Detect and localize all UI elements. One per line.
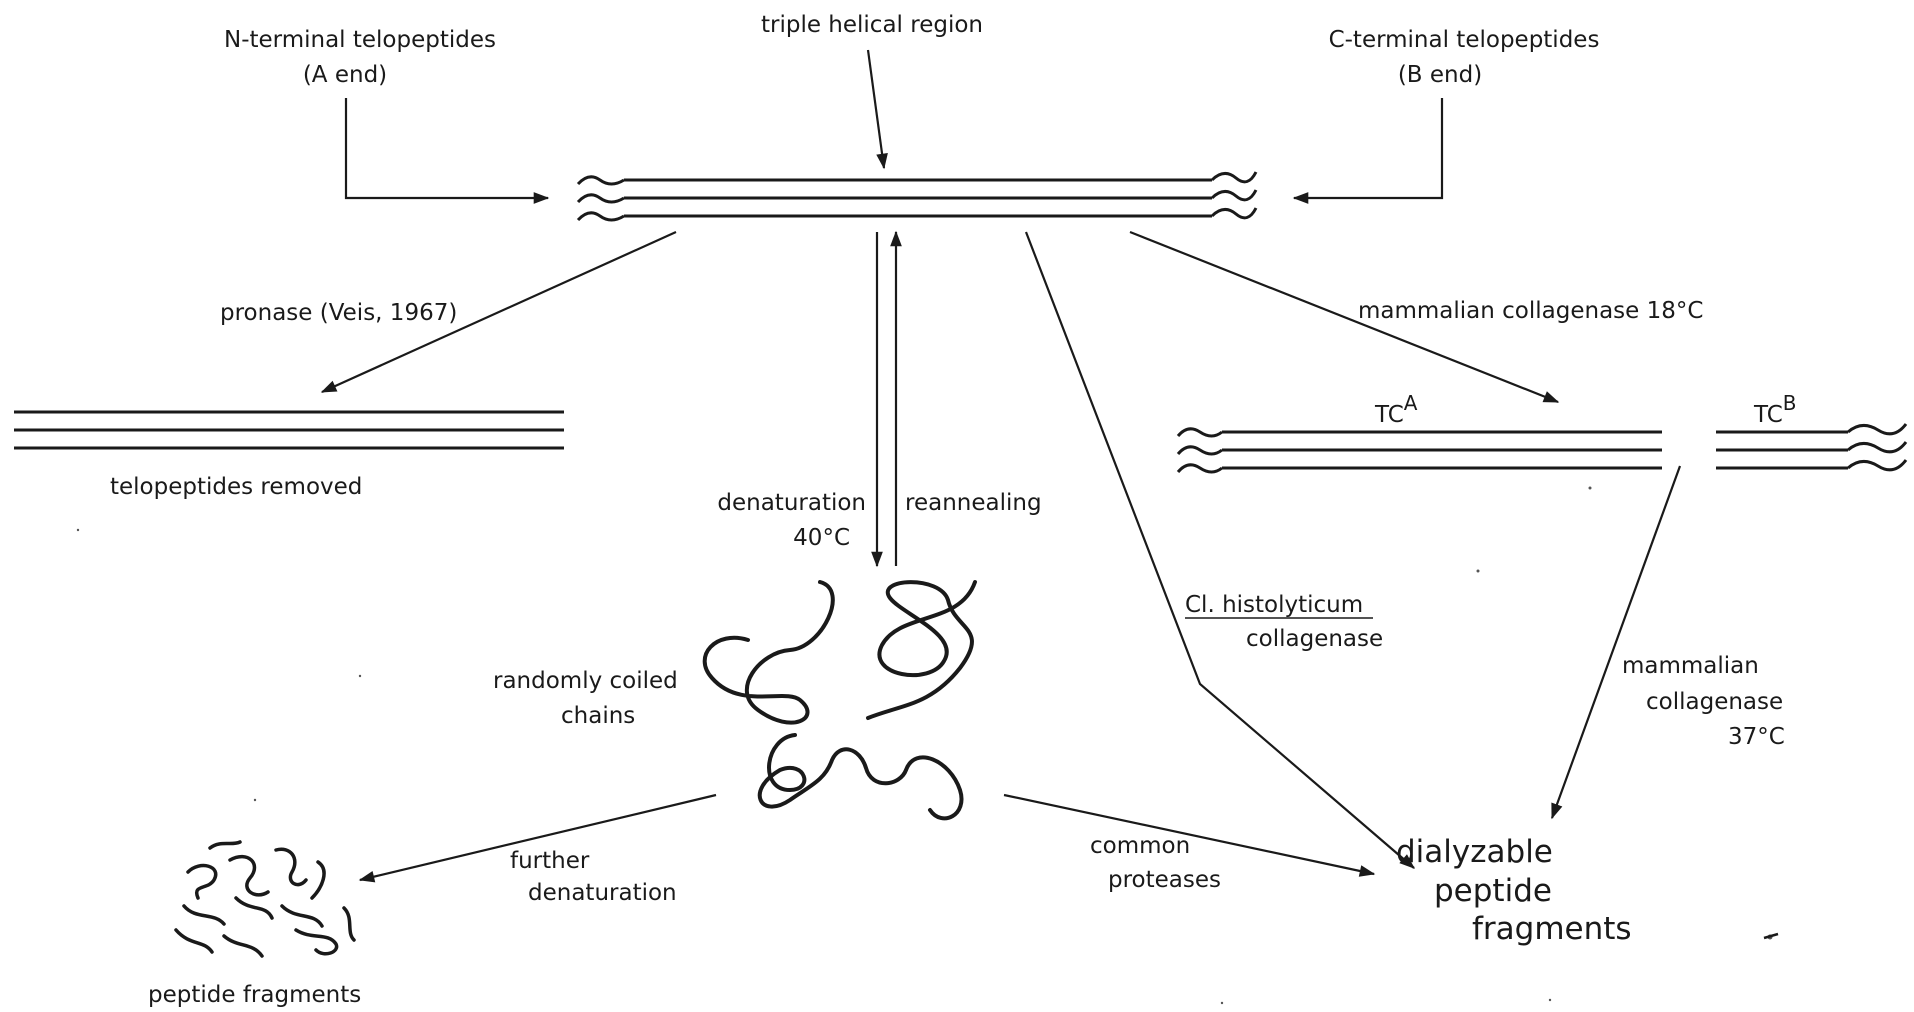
peptide-fragments-squiggles xyxy=(176,842,354,956)
chains-label: chains xyxy=(561,703,635,729)
peptide-fragments-label: peptide fragments xyxy=(148,982,361,1008)
further-denaturation-label: denaturation xyxy=(528,880,677,906)
tca-label: TCA xyxy=(1374,391,1418,428)
n-terminal-sub-label: (A end) xyxy=(303,62,387,88)
c-terminal-sub-label: (B end) xyxy=(1398,62,1482,88)
n-terminal-pointer-arrow xyxy=(346,98,548,198)
tcb-fragment xyxy=(1716,424,1906,470)
denaturation-label: denaturation xyxy=(717,490,866,516)
tcb-label: TCB xyxy=(1753,391,1797,428)
cl-collagenase-label: collagenase xyxy=(1246,626,1383,652)
mammalian-18-label: mammalian collagenase 18°C xyxy=(1358,298,1703,324)
reannealing-label: reannealing xyxy=(905,490,1042,516)
further-label: further xyxy=(510,848,590,874)
c-terminal-label: C-terminal telopeptides xyxy=(1329,27,1600,53)
dialyzable-label: dialyzable xyxy=(1396,834,1553,870)
randomly-coiled-label: randomly coiled xyxy=(493,668,678,694)
triple-helical-pointer-arrow xyxy=(868,50,884,168)
c-terminal-telopeptide-tails xyxy=(1212,172,1256,218)
mammalian-37-label-1: mammalian xyxy=(1622,653,1759,679)
pronase-label: pronase (Veis, 1967) xyxy=(220,300,457,326)
mammalian-37-arrow xyxy=(1552,466,1680,818)
randomly-coiled-chains xyxy=(705,582,975,818)
cl-histolyticum-arrow xyxy=(1026,232,1414,868)
denaturation-temp-label: 40°C xyxy=(793,525,850,551)
peptide-label: peptide xyxy=(1434,873,1552,909)
mammalian-37-label-3: 37°C xyxy=(1728,724,1785,750)
telopeptides-removed-molecule xyxy=(14,412,564,448)
triple-helical-label: triple helical region xyxy=(761,12,983,38)
n-terminal-label: N-terminal telopeptides xyxy=(224,27,496,53)
common-label: common xyxy=(1090,833,1190,859)
fragments-label: fragments xyxy=(1472,911,1632,947)
mammalian-37-label-2: collagenase xyxy=(1646,689,1783,715)
intact-collagen-molecule xyxy=(578,172,1256,220)
common-proteases-label: proteases xyxy=(1108,867,1221,893)
cl-histolyticum-label: Cl. histolyticum xyxy=(1185,592,1363,618)
telopeptides-removed-label: telopeptides removed xyxy=(110,474,362,500)
c-terminal-pointer-arrow xyxy=(1294,98,1442,198)
tca-fragment xyxy=(1178,429,1662,472)
n-terminal-telopeptide-tails xyxy=(578,177,624,220)
